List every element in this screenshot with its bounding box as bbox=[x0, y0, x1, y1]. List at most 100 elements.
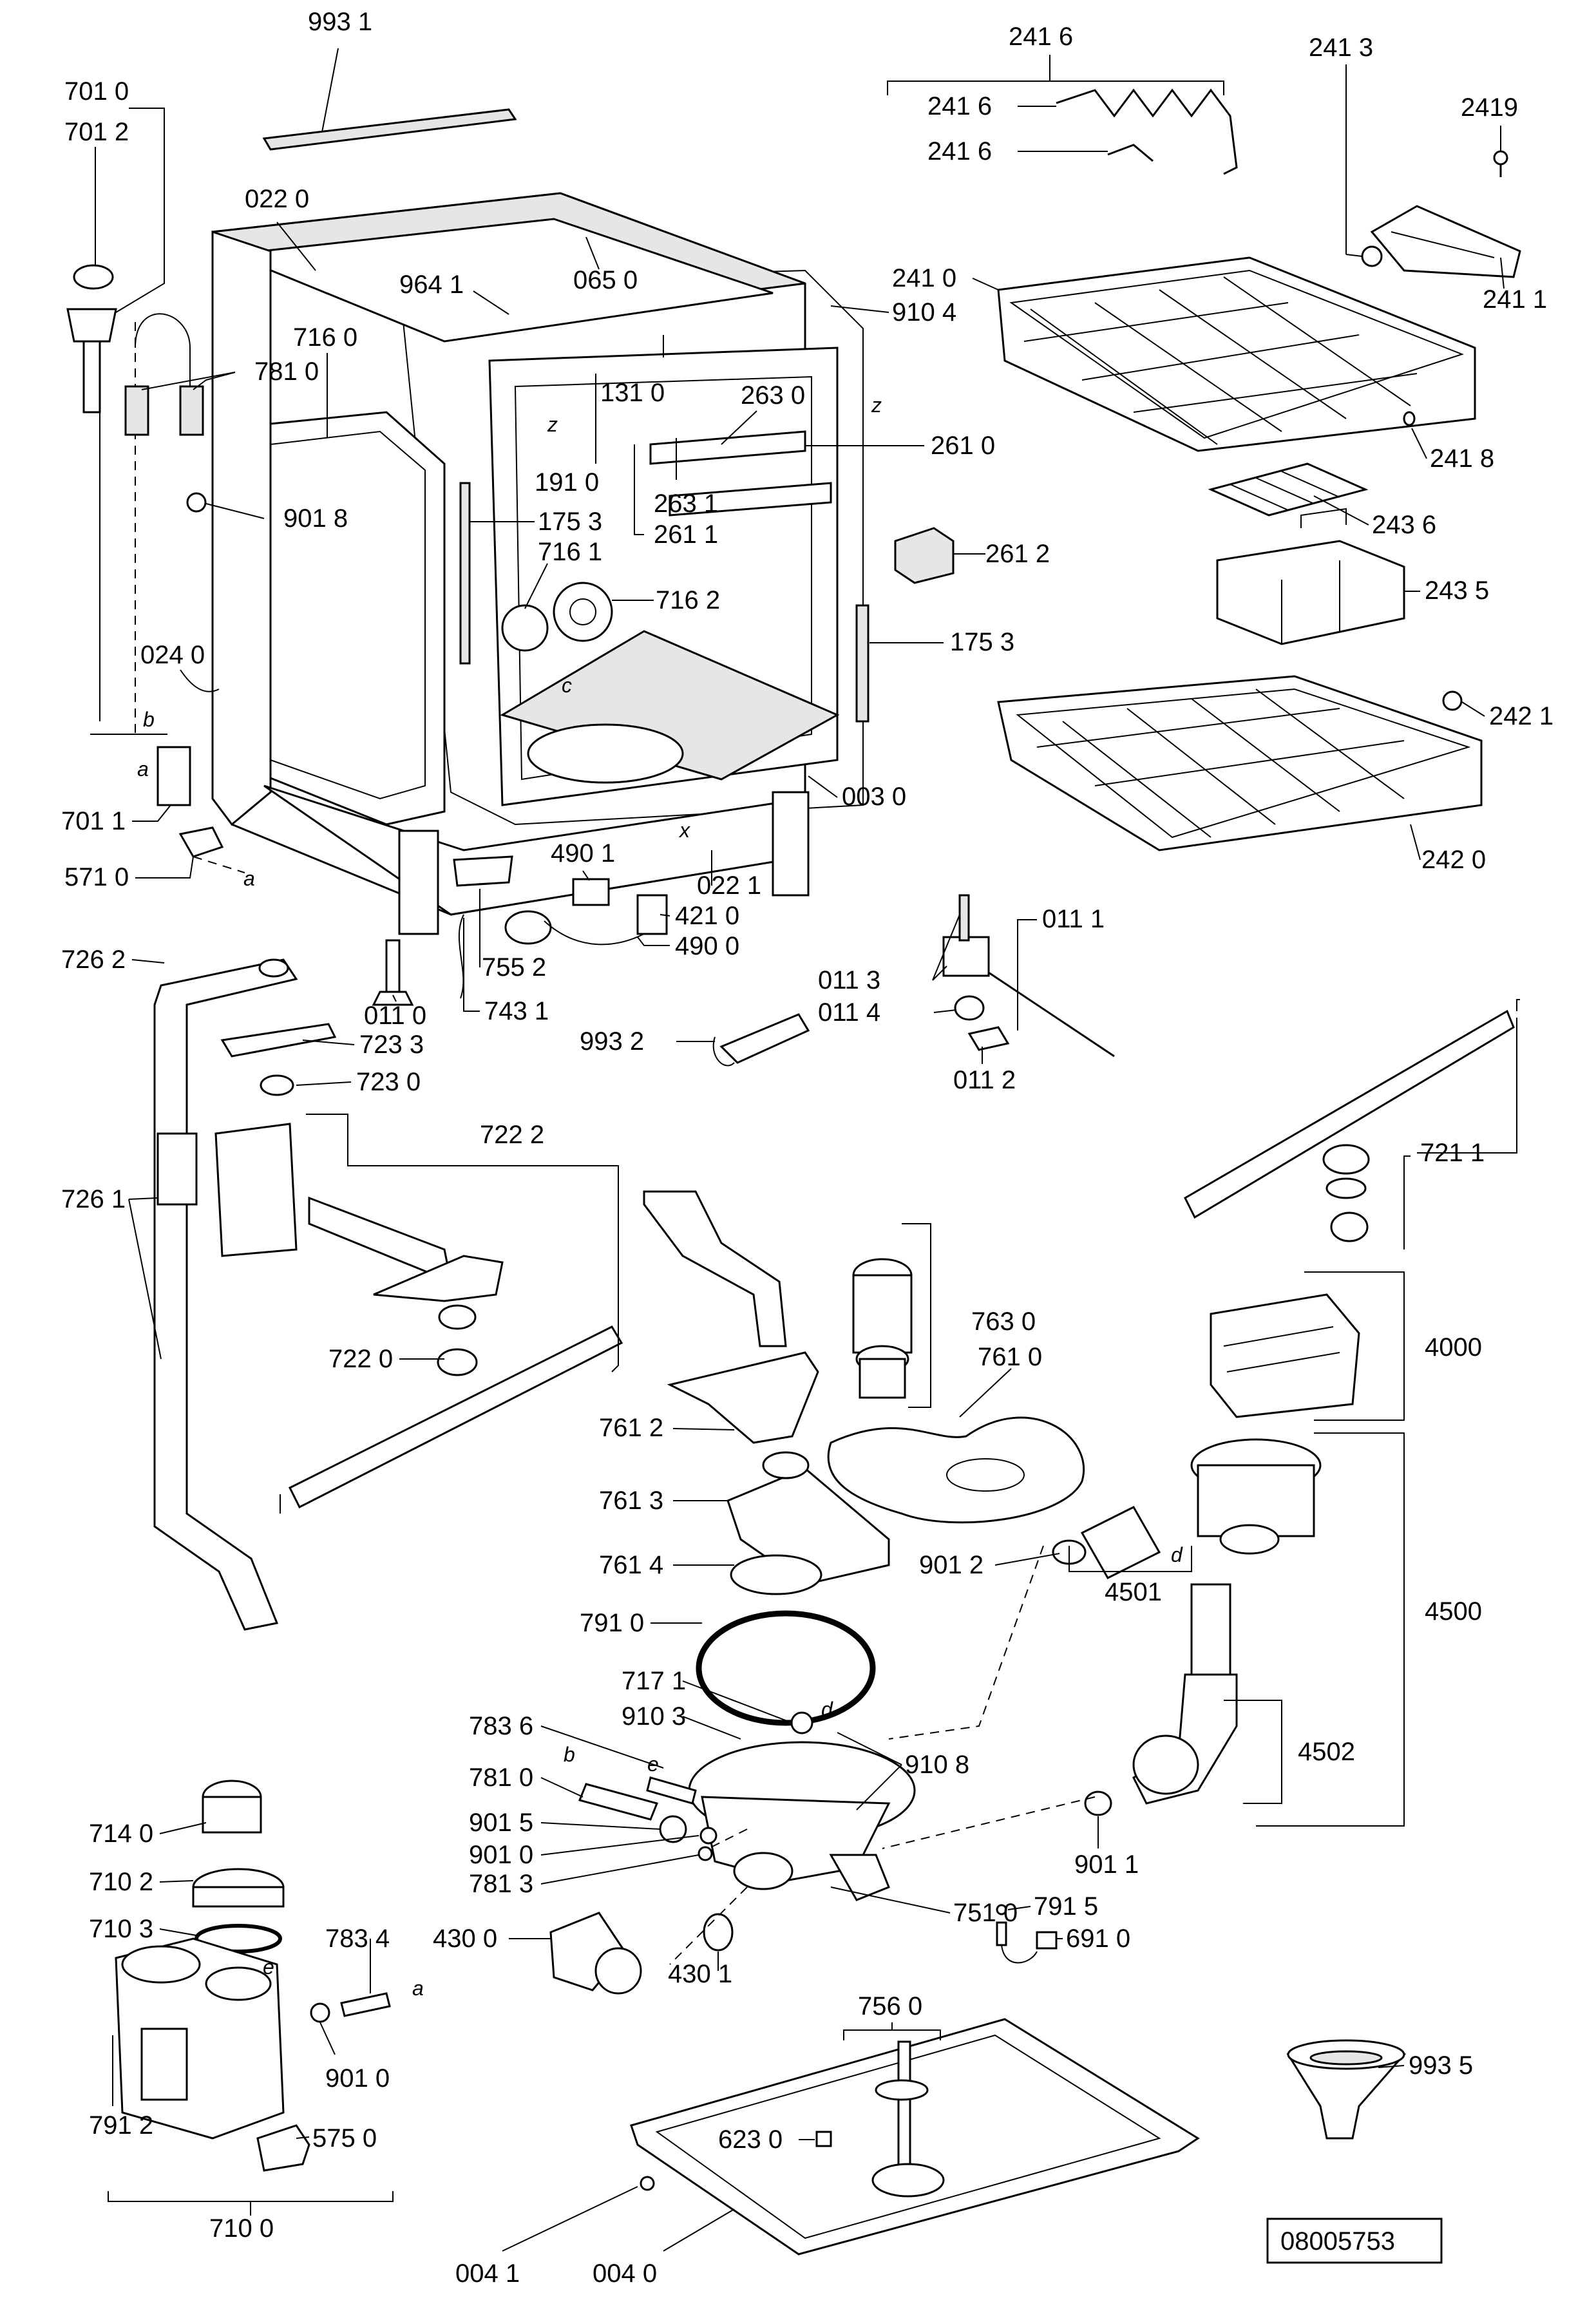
label-0114: 011 4 bbox=[818, 998, 880, 1027]
label-7836: 783 6 bbox=[469, 1712, 533, 1740]
letter-d-sleeve: d bbox=[1171, 1543, 1183, 1566]
label-4300: 430 0 bbox=[433, 1924, 497, 1953]
letter-b-sump: b bbox=[564, 1743, 575, 1766]
label-6230: 623 0 bbox=[718, 2125, 783, 2154]
label-7012: 701 2 bbox=[64, 118, 129, 146]
label-7103: 710 3 bbox=[89, 1915, 153, 1943]
baskets-drawing bbox=[997, 88, 1521, 851]
part-labels: 993 1 241 6 241 6 241 6 241 3 2419 701 0… bbox=[61, 8, 1553, 2288]
label-0220: 022 0 bbox=[245, 185, 309, 213]
label-2421: 242 1 bbox=[1489, 702, 1553, 730]
label-2631: 263 1 bbox=[654, 489, 718, 518]
label-0112: 011 2 bbox=[953, 1066, 1016, 1094]
label-7102: 710 2 bbox=[89, 1868, 153, 1896]
label-7910: 791 0 bbox=[580, 1609, 644, 1637]
label-2410: 241 0 bbox=[892, 264, 956, 292]
label-6910: 691 0 bbox=[1066, 1924, 1130, 1953]
label-4210: 421 0 bbox=[675, 902, 739, 930]
label-7510: 751 0 bbox=[953, 1899, 1018, 1927]
label-9018: 901 8 bbox=[283, 504, 348, 533]
label-2630: 263 0 bbox=[741, 381, 805, 410]
label-7813: 781 3 bbox=[469, 1870, 533, 1898]
base-tray-drawing bbox=[630, 2018, 1407, 2256]
label-7912: 791 2 bbox=[89, 2111, 153, 2140]
label-1910: 191 0 bbox=[535, 468, 599, 497]
label-9010-mid: 901 0 bbox=[469, 1841, 533, 1869]
label-0041: 004 1 bbox=[455, 2259, 520, 2288]
letter-b-top: b bbox=[143, 708, 155, 731]
letter-a-valve: a bbox=[243, 867, 255, 890]
label-0221: 022 1 bbox=[697, 871, 761, 900]
letter-c: c bbox=[562, 674, 572, 697]
document-number-box: 08005753 bbox=[1266, 2218, 1443, 2264]
label-7612: 761 2 bbox=[599, 1414, 663, 1442]
salt-container-drawing bbox=[108, 1780, 394, 2216]
label-7162: 716 2 bbox=[656, 586, 720, 614]
label-4000: 4000 bbox=[1425, 1333, 1482, 1362]
label-9108: 910 8 bbox=[905, 1751, 969, 1779]
label-7011: 701 1 bbox=[61, 807, 126, 835]
label-7614: 761 4 bbox=[599, 1551, 663, 1579]
label-7233: 723 3 bbox=[359, 1031, 424, 1059]
label-7262: 726 2 bbox=[61, 945, 126, 974]
letter-a-top: a bbox=[137, 757, 149, 781]
label-4500: 4500 bbox=[1425, 1597, 1482, 1626]
label-7211: 721 1 bbox=[1420, 1139, 1485, 1167]
label-1753-left: 175 3 bbox=[538, 508, 602, 536]
label-0240: 024 0 bbox=[140, 641, 205, 669]
label-2416-mid: 241 6 bbox=[927, 92, 992, 120]
label-9012: 901 2 bbox=[919, 1551, 983, 1579]
label-2612: 261 2 bbox=[985, 540, 1050, 568]
label-4301: 430 1 bbox=[668, 1960, 732, 1988]
label-4501: 4501 bbox=[1105, 1578, 1162, 1606]
wash-system-drawing bbox=[153, 958, 1515, 1995]
label-2418: 241 8 bbox=[1430, 444, 1494, 473]
label-2420: 242 0 bbox=[1421, 846, 1486, 874]
label-7810-mid: 781 0 bbox=[469, 1763, 533, 1792]
label-9015: 901 5 bbox=[469, 1809, 533, 1837]
label-7140: 714 0 bbox=[89, 1819, 153, 1848]
cabinet-drawing bbox=[66, 48, 1115, 1067]
connection-letters: z z c x b a a d d b e e a bbox=[137, 394, 1183, 2000]
label-9931: 993 1 bbox=[308, 8, 372, 36]
label-4900: 490 0 bbox=[675, 932, 739, 960]
label-7431: 743 1 bbox=[484, 997, 549, 1025]
label-7834: 783 4 bbox=[325, 1924, 390, 1953]
label-0650: 065 0 bbox=[573, 266, 638, 294]
label-9010-low: 901 0 bbox=[325, 2064, 390, 2093]
label-0113: 011 3 bbox=[818, 966, 880, 994]
label-2436: 243 6 bbox=[1372, 511, 1436, 539]
label-7810-top: 781 0 bbox=[254, 357, 319, 386]
letter-z-right: z bbox=[871, 394, 882, 417]
label-5750: 575 0 bbox=[312, 2124, 377, 2152]
label-2435: 243 5 bbox=[1425, 576, 1489, 605]
label-7220: 722 0 bbox=[328, 1345, 393, 1373]
label-0040: 004 0 bbox=[593, 2259, 657, 2288]
letter-x: x bbox=[678, 819, 690, 842]
label-0030: 003 0 bbox=[842, 783, 906, 811]
leader-lines bbox=[95, 55, 1520, 2252]
label-2416-low: 241 6 bbox=[927, 137, 992, 166]
label-7560: 756 0 bbox=[858, 1992, 922, 2020]
label-7230: 723 0 bbox=[356, 1068, 421, 1096]
label-9011: 901 1 bbox=[1074, 1850, 1139, 1879]
label-2416-top: 241 6 bbox=[1009, 23, 1073, 51]
label-0110: 011 0 bbox=[364, 1002, 426, 1030]
document-number: 08005753 bbox=[1280, 2227, 1395, 2256]
label-7171: 717 1 bbox=[622, 1667, 686, 1695]
letter-e-sump: e bbox=[647, 1753, 659, 1776]
label-2611: 261 1 bbox=[654, 520, 718, 549]
label-4901: 490 1 bbox=[551, 839, 615, 868]
label-9103: 910 3 bbox=[622, 1702, 686, 1731]
label-9935: 993 5 bbox=[1409, 2051, 1473, 2080]
letter-a-salt: a bbox=[412, 1977, 424, 2000]
letter-e-salt: e bbox=[263, 1955, 274, 1979]
label-4502: 4502 bbox=[1298, 1738, 1355, 1766]
label-7161: 716 1 bbox=[538, 538, 602, 566]
label-7100: 710 0 bbox=[209, 2214, 274, 2243]
label-7630: 763 0 bbox=[971, 1307, 1036, 1336]
label-7010: 701 0 bbox=[64, 77, 129, 106]
letter-z-left: z bbox=[547, 413, 558, 436]
label-1310: 131 0 bbox=[600, 379, 665, 407]
label-0111: 011 1 bbox=[1042, 905, 1105, 933]
